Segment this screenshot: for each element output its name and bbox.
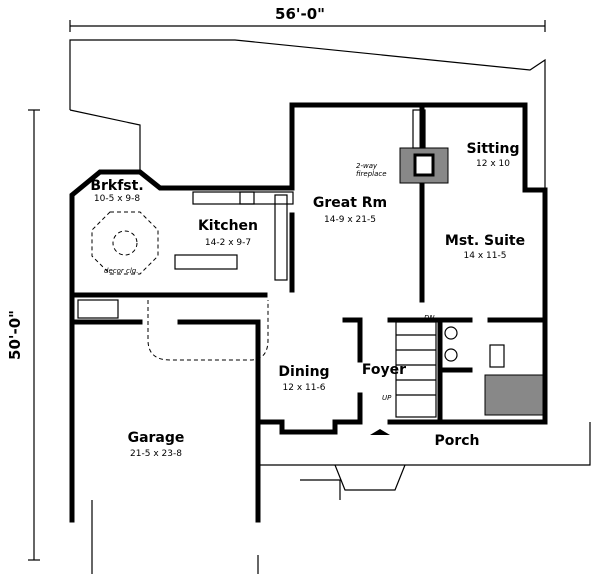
entry-arrow-icon [370, 429, 390, 435]
walk [300, 479, 341, 500]
roof-line [69, 109, 141, 172]
room-name-kitchen: Kitchen [198, 218, 258, 234]
room-name-brkfst: Brkfst. [90, 178, 143, 194]
stairs [395, 321, 437, 418]
roof-outline [69, 39, 546, 190]
closet-shelving [484, 374, 544, 416]
room-name-great-rm: Great Rm [313, 195, 387, 211]
fireplace-icon [399, 109, 449, 184]
room-name-porch: Porch [434, 433, 479, 449]
porch-edge [258, 422, 591, 466]
room-size-sitting: 12 x 10 [476, 159, 510, 169]
ceiling-note: decor clg. [104, 267, 138, 275]
room-size-garage: 21-5 x 23-8 [130, 449, 182, 459]
porch-steps [334, 464, 406, 491]
washer-dryer [77, 299, 119, 319]
room-name-garage: Garage [128, 430, 185, 446]
room-size-brkfst: 10-5 x 9-8 [94, 194, 140, 204]
sink-icon [444, 348, 458, 362]
room-name-foyer: Foyer [362, 362, 406, 378]
dimension-depth: 50'-0" [6, 109, 40, 561]
walls [69, 102, 548, 523]
sink-icon [444, 326, 458, 340]
stair-down-label: DN [424, 314, 435, 322]
fireplace-note-2: fireplace [356, 170, 387, 178]
toilet-icon [489, 344, 505, 368]
room-name-dining: Dining [278, 364, 329, 380]
room-size-mst-suite: 14 x 11-5 [464, 251, 507, 261]
room-name-sitting: Sitting [466, 141, 519, 157]
decor-ceiling-octagon [91, 211, 159, 275]
room-size-dining: 12 x 11-6 [283, 383, 326, 393]
room-name-mst-suite: Mst. Suite [445, 233, 525, 249]
laundry-area-outline [147, 300, 269, 361]
stair-up-label: UP [382, 394, 392, 402]
kitchen-counters [174, 191, 294, 281]
dimension-width: 56'-0" [69, 5, 546, 32]
fireplace-note-1: 2-way [356, 162, 378, 170]
room-size-great-rm: 14-9 x 21-5 [324, 215, 376, 225]
room-size-kitchen: 14-2 x 9-7 [205, 238, 251, 248]
width-label: 56'-0" [275, 5, 325, 23]
depth-label: 50'-0" [6, 310, 24, 360]
